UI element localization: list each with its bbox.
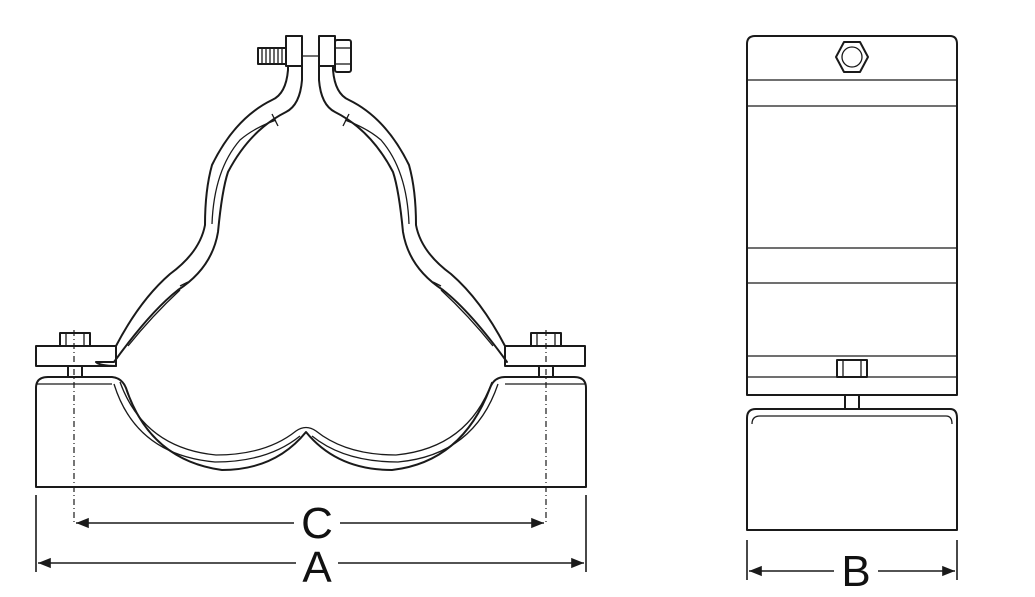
- dimension-c: C: [76, 499, 544, 548]
- side-view: [746, 35, 958, 531]
- hex-nut-icon: [835, 41, 869, 73]
- dimension-a: A: [35, 495, 587, 592]
- right-strap: [318, 39, 508, 363]
- side-base-block: [746, 408, 958, 531]
- dimension-c-label: C: [301, 499, 333, 548]
- dimension-b: B: [746, 540, 958, 596]
- clamp-base: [35, 376, 587, 488]
- left-flange: [35, 332, 117, 378]
- left-strap: [95, 39, 303, 367]
- top-bolt-assembly: [257, 35, 352, 73]
- side-bolt-stem: [844, 394, 860, 410]
- front-view: [35, 35, 587, 525]
- dimension-a-label: A: [302, 543, 332, 592]
- side-top-block: [746, 35, 958, 396]
- dimension-b-label: B: [841, 547, 870, 596]
- right-flange: [504, 332, 586, 378]
